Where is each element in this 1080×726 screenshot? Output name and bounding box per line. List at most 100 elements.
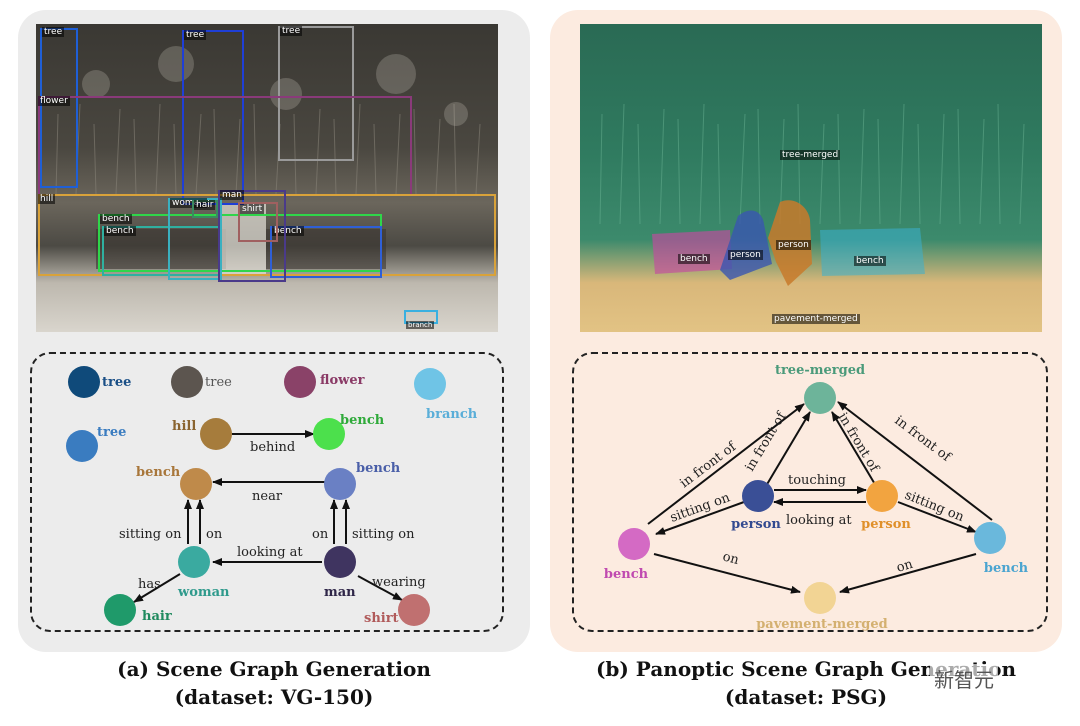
legend-node-branch [414, 368, 446, 400]
bbox-hill [38, 194, 496, 276]
node-woman [178, 546, 210, 578]
edge-label: on [721, 549, 741, 568]
bbox-label: man [220, 190, 244, 200]
node-man [324, 546, 356, 578]
caption-scene-graph: (a) Scene Graph Generation (dataset: VG-… [18, 655, 530, 711]
legend-node-tree [66, 430, 98, 462]
watermark-logo: 新智元 [930, 664, 998, 693]
node-bench-pink [618, 528, 650, 560]
bbox-label: tree [42, 27, 65, 37]
edge-label: in front of [743, 409, 790, 474]
mask-label: pavement-merged [772, 314, 860, 324]
photo-texture [599, 103, 1025, 286]
node-bench-green [313, 418, 345, 450]
panel-panoptic-scene-graph: tree-merged bench person person bench pa… [550, 10, 1062, 652]
node-person-blue [742, 480, 774, 512]
node-label: man [324, 585, 356, 600]
bbox-label: shirt [240, 204, 265, 214]
scene-graph: behind near sitting on on on sitting on … [66, 366, 478, 626]
edge-label: sitting on [119, 527, 182, 542]
edge-label: behind [250, 440, 295, 455]
edge-label: looking at [786, 513, 852, 528]
node-bench-cyan [974, 522, 1006, 554]
bbox-label: bench [272, 226, 304, 236]
scene-photo-masks: tree-merged bench person person bench pa… [580, 24, 1042, 332]
node-pavement-merged [804, 582, 836, 614]
edge-bench-left-on-pavement [653, 553, 801, 594]
edge-bench-right-in-front-of-tree [837, 401, 993, 521]
node-label: bench [340, 413, 385, 428]
edge-person-right-sitting-on-bench [897, 501, 977, 533]
node-shirt [398, 594, 430, 626]
node-label: pavement-merged [756, 617, 888, 632]
legend-node-flower [284, 366, 316, 398]
mask-person-left [720, 210, 772, 280]
node-label: bench [604, 567, 649, 582]
panel-scene-graph: tree tree tree flower hill bench bench b… [18, 10, 530, 652]
mask-bench-right [820, 228, 925, 276]
node-label: bench [356, 461, 401, 476]
bbox-tree-3 [278, 26, 354, 161]
edge-label: touching [788, 473, 846, 488]
mask-bench-left [652, 230, 732, 274]
bbox-label: flower [38, 96, 70, 106]
bbox-man [218, 190, 286, 282]
node-label: shirt [364, 611, 399, 626]
node-bench-blue [324, 468, 356, 500]
node-label: woman [177, 585, 230, 600]
edge-label: on [206, 527, 223, 542]
node-label: person [861, 517, 911, 532]
legend-label: tree [205, 375, 232, 390]
edge-label: on [312, 527, 329, 542]
legend-node-tree [171, 366, 203, 398]
edge-label: in front of [835, 410, 882, 475]
scene-graph-box: behind near sitting on on on sitting on … [30, 352, 504, 632]
mask-label: tree-merged [780, 150, 841, 160]
edge-label: wearing [372, 575, 426, 590]
edge-label: on [895, 557, 915, 576]
edge-label: sitting on [352, 527, 415, 542]
bbox-flower [38, 96, 412, 196]
legend-label: tree [97, 425, 126, 440]
bbox-label: tree [280, 26, 303, 36]
edge-bench-right-on-pavement [839, 553, 977, 594]
node-person-orange [866, 480, 898, 512]
panoptic-scene-graph: in front of in front of in front of in f… [604, 363, 1029, 632]
node-label: person [731, 517, 781, 532]
edge-label: looking at [237, 545, 303, 560]
node-label: tree-merged [775, 363, 865, 378]
edge-label: near [252, 489, 283, 504]
legend-label: branch [426, 407, 478, 422]
node-hill [200, 418, 232, 450]
edge-bench-left-in-front-of-tree [647, 403, 805, 525]
mask-label: bench [854, 256, 886, 266]
legend-label: flower [320, 373, 365, 388]
caption-title: (a) Scene Graph Generation [117, 657, 431, 681]
edge-has [133, 573, 181, 603]
edge-person-left-sitting-on-bench [655, 501, 745, 535]
scene-photo-boxes: tree tree tree flower hill bench bench b… [36, 24, 498, 332]
bbox-label: tree [184, 30, 207, 40]
bbox-shirt [238, 202, 278, 242]
edge-person-left-in-front-of-tree [765, 411, 811, 487]
node-label: bench [136, 465, 181, 480]
bbox-label: hill [38, 194, 56, 204]
node-label: bench [984, 561, 1029, 576]
mask-label: person [776, 240, 811, 250]
node-label: hair [142, 609, 172, 624]
caption-dataset: (dataset: VG-150) [174, 685, 374, 709]
bbox-label: bench [104, 226, 136, 236]
legend-node-tree [68, 366, 100, 398]
node-hair [104, 594, 136, 626]
node-label: hill [172, 419, 196, 434]
legend-label: tree [102, 375, 131, 390]
edge-label: has [138, 577, 161, 592]
panoptic-scene-graph-box: in front of in front of in front of in f… [572, 352, 1048, 632]
node-bench-brown [180, 468, 212, 500]
edge-label: in front of [677, 439, 740, 491]
bbox-label: hair [194, 200, 216, 210]
bbox-label: branch [406, 321, 435, 329]
bbox-bench-3 [270, 226, 382, 278]
edge-wearing [357, 575, 403, 601]
edge-label: in front of [892, 413, 955, 465]
